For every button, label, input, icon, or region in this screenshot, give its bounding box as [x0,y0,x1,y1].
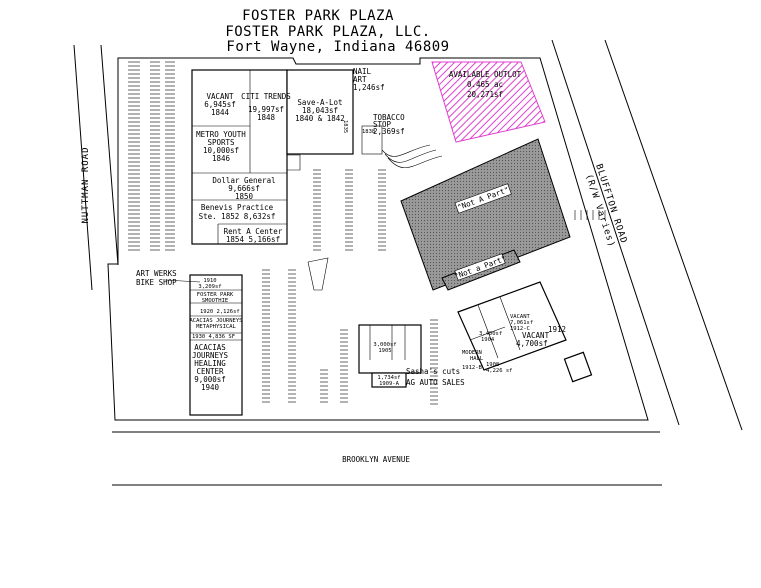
unit-1905-sf: 3,000sf [373,342,396,348]
tobacco-name1: TOBACCO [373,113,405,122]
vacant-1912c-name: VACANT [510,314,531,320]
unit-1920: 1920 2,126sf [200,309,240,315]
nail-art-name1: NAIL [353,67,372,76]
southwest-building [189,274,243,416]
healing-name3: HEALING [194,359,226,368]
outlot-acres: 0.465 ac [467,80,503,89]
healing-name1: ACACIAS [194,343,226,352]
small-unit-a: 1908 [486,362,499,368]
save-a-lot-name: Save-A-Lot [297,98,342,107]
vacant-1844-unit: 1844 [211,108,230,117]
plaza-title: FOSTER PARK PLAZA [242,8,394,24]
bluffton-road-lines [551,39,743,431]
dollar-general-name: Dollar General [212,176,275,185]
owner-name: FOSTER PARK PLAZA, LLC. [225,24,430,40]
dollar-general-unit: 1850 [235,192,254,201]
brooklyn-avenue-lines [112,431,662,486]
art-werks-leader [164,279,201,283]
tobacco-unit: 1838 [362,129,375,135]
unit-1910-sf: 3,209sf [198,284,221,290]
rent-a-center-unit-sf: 1854 5,166sf [226,235,280,244]
vacant-1912-name: VACANT [522,331,550,340]
unit-1905: 1905 [378,348,391,354]
tobacco-sf: 2,369sf [373,127,405,136]
healing-name4: CENTER [196,367,224,376]
nail-art-name2: ART [353,75,367,84]
healing-sf: 9,000sf [194,375,226,384]
save-a-lot-unit: 1840 & 1842 [295,114,345,123]
brooklyn-avenue-label: BROOKLYN AVENUE [342,455,410,464]
plaza-address: Fort Wayne, Indiana 46809 [226,39,449,55]
benevis-unit-sf: Ste. 1852 8,632sf [199,212,276,221]
save-a-lot-sf: 18,043sf [302,106,338,115]
ag-auto-name: AG AUTO SALES [406,378,465,387]
vacant-1844-name: VACANT [206,92,234,101]
pylon-sign [307,257,329,291]
metro-youth-name2: SPORTS [207,138,235,147]
vacant-1912c-unit: 1912-C [510,326,530,332]
ag-auto-unit: 1909-A [379,381,400,387]
property-boundary [107,57,649,421]
east-kiosk [563,351,593,383]
tobacco-unit2: 1835 [342,120,348,133]
parking-stalls [128,61,606,405]
loading-curves [287,144,443,171]
modern-hall-name2: HALL [470,356,484,362]
unit-1904: 1904 [481,337,495,343]
vacant-1844-sf: 6,945sf [204,100,236,109]
healing-name2: JOURNEYS [192,351,229,360]
nuttman-road-lines [73,44,119,291]
citi-trends-name: CITI TRENDS [241,92,291,101]
main-building [191,69,383,245]
art-werks-name2: BIKE SHOP [136,278,177,287]
unit-1904-sf: 3,400sf [479,331,502,337]
art-werks-name1: ART WERKS [136,269,177,278]
modern-hall-unit: 1912-B [462,365,483,371]
dollar-general-sf: 9,666sf [228,184,260,193]
vacant-1912c-sf: 7,061sf [510,320,533,326]
unit-1912-label: 1912 [548,325,566,334]
healing-unit: 1940 [201,383,220,392]
nail-art-sf: 1,246sf [353,83,385,92]
rent-a-center-name: Rent A Center [224,227,283,236]
nuttman-road-label: NUTTMAN ROAD [81,146,91,223]
metro-youth-sf: 10,000sf [203,146,239,155]
metro-youth-unit: 1846 [212,154,231,163]
east-building [457,281,567,371]
citi-trends-unit: 1848 [257,113,276,122]
citi-trends-sf: 19,997sf [248,105,284,114]
acacias-meta-name2: METAPHYSICAL [196,324,236,330]
available-outlot[interactable] [431,61,546,143]
metro-youth-name1: METRO YOUTH [196,130,246,139]
tobacco-name2: STOP [373,120,392,129]
ag-auto-sf: 1,734sf [377,375,400,381]
modern-hall-name1: MODERN [462,350,482,356]
unit-1910: 1910 [203,278,216,284]
outlot-title: AVAILABLE OUTLOT [449,70,522,79]
outlot-sf: 20,271sf [467,90,503,99]
not-a-part-large [400,138,571,291]
vacant-1912-sf: 4,700sf [516,339,548,348]
center-building [358,324,422,388]
smoothie-name2: SMOOTHIE [202,298,229,304]
unit-1930: 1930 4,836 SF [192,334,235,340]
benevis-name: Benevis Practice [201,203,274,212]
acacias-meta-name1: ACACIAS JOURNEYS [190,318,243,324]
sashas-cuts: Sasha's cuts [406,367,460,376]
small-unit-b: 4,226 sf [486,368,513,374]
smoothie-name1: FOSTER PARK [197,292,234,298]
